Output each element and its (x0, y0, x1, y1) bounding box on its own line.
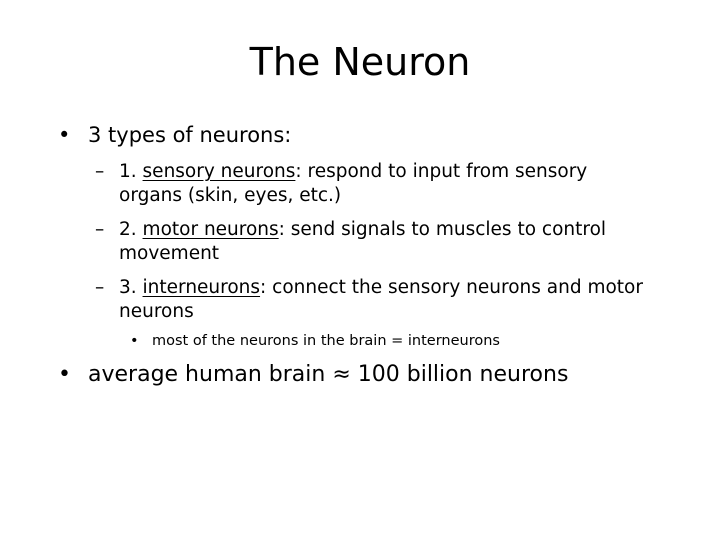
bullet-glyph: • (58, 362, 71, 387)
sub-bullet-text: 3. interneurons: connect the sensory neu… (119, 276, 655, 324)
term-description: : respond to input from sensory organs (… (119, 161, 588, 206)
dash-glyph: – (95, 219, 105, 240)
sub-sub-bullet-text: most of the neurons in the brain = inter… (152, 333, 500, 349)
item-number: 2. (119, 219, 137, 240)
item-number: 3. (119, 277, 137, 298)
bullet-text: average human brain ≈ 100 billion neuron… (88, 362, 569, 387)
term-description: : send signals to muscles to control mov… (119, 219, 607, 264)
dash-glyph: – (95, 161, 105, 182)
term-motor-neurons: motor neurons (142, 219, 279, 240)
term-description: : connect the sensory neurons and motor … (119, 277, 643, 322)
term-sensory-neurons: sensory neurons (142, 161, 296, 182)
term-interneurons: interneurons (142, 277, 261, 298)
sub-bullet-text: 1. sensory neurons: respond to input fro… (119, 160, 655, 208)
bullet-glyph: • (130, 333, 139, 349)
item-number: 1. (119, 161, 137, 182)
sub-bullet-motor-neurons: – 2. motor neurons: send signals to musc… (95, 218, 655, 266)
bullet-text: 3 types of neurons: (88, 123, 292, 147)
slide-title: The Neuron (249, 40, 471, 84)
bullet-glyph: • (58, 123, 71, 147)
sub-bullet-interneurons: – 3. interneurons: connect the sensory n… (95, 276, 655, 324)
dash-glyph: – (95, 277, 105, 298)
sub-bullet-text: 2. motor neurons: send signals to muscle… (119, 218, 655, 266)
sub-bullet-sensory-neurons: – 1. sensory neurons: respond to input f… (95, 160, 655, 208)
